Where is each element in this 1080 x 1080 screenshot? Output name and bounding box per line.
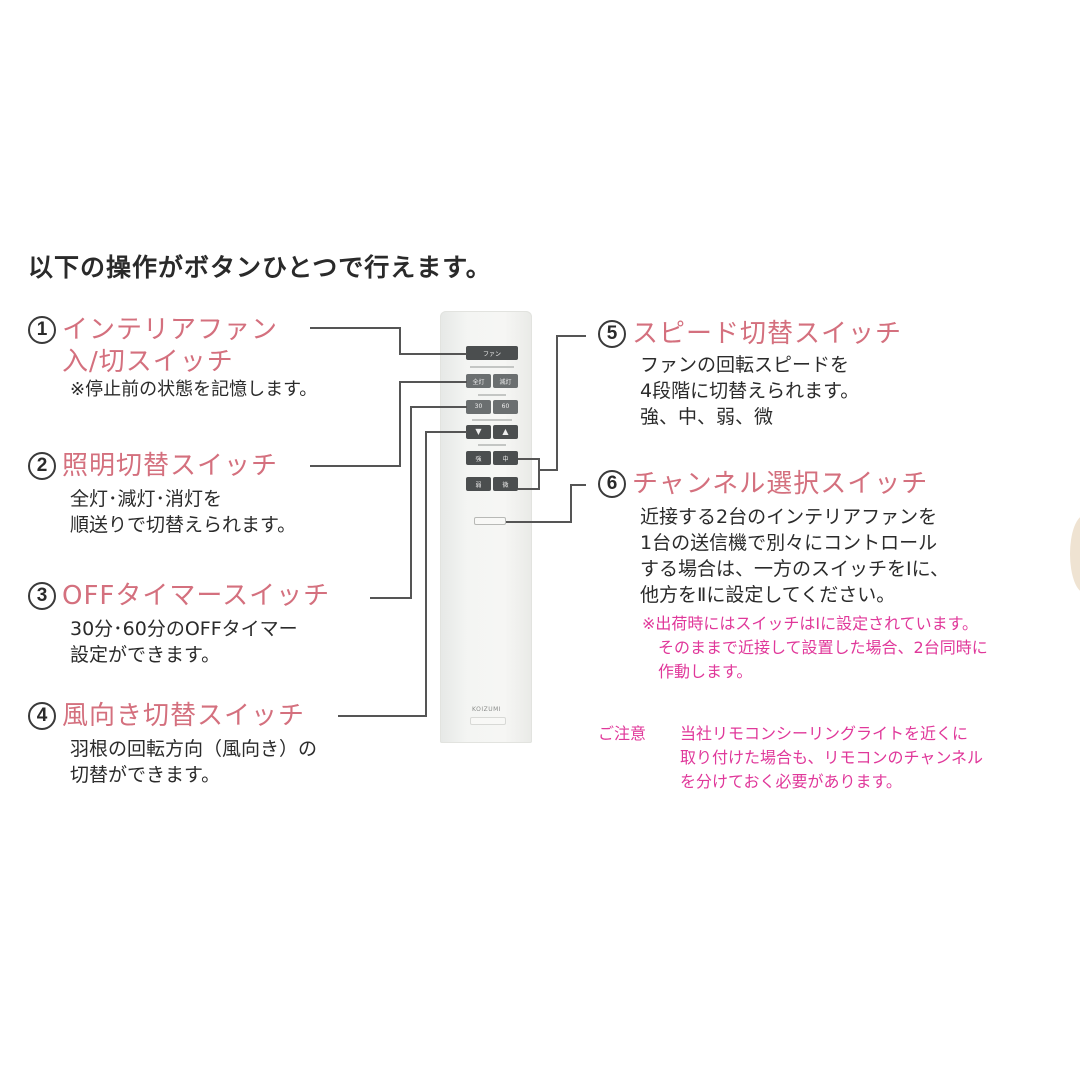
label-strip <box>472 419 512 421</box>
number-badge: 6 <box>598 470 626 498</box>
intro-heading: 以下の操作がボタンひとつで行えます。 <box>28 253 492 282</box>
connector-line <box>518 488 539 490</box>
item-desc: ※停止前の状態を記憶します。 <box>70 379 318 400</box>
connector-line <box>310 465 400 467</box>
connector-line <box>399 327 401 354</box>
connector-line <box>410 406 412 599</box>
label-strip <box>478 394 506 396</box>
item-speed-switch: 5 スピード切替スイッチ ファンの回転スピードを 4段階に切替えられます。 強、… <box>598 318 902 430</box>
speed-button-4[interactable]: 微 <box>493 477 518 491</box>
connector-line <box>425 431 467 433</box>
item-desc: 30分･60分のOFFタイマー 設定ができます。 <box>70 618 298 666</box>
item-desc: 全灯･減灯･消灯を 順送りで切替えられます。 <box>70 488 297 536</box>
connector-line <box>556 335 558 471</box>
connector-line <box>338 715 427 717</box>
label-strip <box>478 444 506 446</box>
item-off-timer: 3 OFFタイマースイッチ 30分･60分のOFFタイマー 設定ができます。 <box>28 580 330 668</box>
connector-line <box>570 484 586 486</box>
item-title: チャンネル選択スイッチ <box>632 469 929 499</box>
connector-line <box>410 406 467 408</box>
timer-button-right[interactable]: 60 <box>493 400 518 414</box>
number-badge: 3 <box>28 582 56 610</box>
direction-down-button[interactable]: ▼ <box>466 425 491 439</box>
connector-line <box>399 381 467 383</box>
number-badge: 2 <box>28 452 56 480</box>
item-desc: ファンの回転スピードを 4段階に切替えられます。 強、中、弱、微 <box>640 354 860 428</box>
light-button-left[interactable]: 全灯 <box>466 374 491 388</box>
connector-line <box>570 484 572 523</box>
fan-power-button[interactable]: ファン <box>466 346 518 360</box>
item-desc: 近接する2台のインテリアファンを 1台の送信機で別々にコントロール する場合は、… <box>640 506 950 606</box>
number-badge: 4 <box>28 702 56 730</box>
connector-line <box>399 353 467 355</box>
connector-line <box>538 458 540 490</box>
number-badge: 5 <box>598 320 626 348</box>
shipping-note: ※出荷時にはスイッチはⅠに設定されています。 そのままで近接して設置した場合、2… <box>642 614 988 681</box>
item-channel-switch: 6 チャンネル選択スイッチ 近接する2台のインテリアファンを 1台の送信機で別々… <box>598 468 988 684</box>
edge-decoration <box>1070 515 1080 593</box>
item-fan-power: 1 インテリアファン 入/切スイッチ ※停止前の状態を記憶します。 <box>28 314 317 402</box>
connector-line <box>310 327 400 329</box>
connector-line <box>556 335 586 337</box>
remote-control: ファン 全灯 減灯 30 60 ▼ ▲ 強 中 弱 微 KOIZUMI <box>440 311 532 743</box>
connector-line <box>370 597 412 599</box>
item-title: スピード切替スイッチ <box>632 319 903 349</box>
caution-text: 当社リモコンシーリングライトを近くに 取り付けた場合も、リモコンのチャンネル を… <box>680 724 984 791</box>
item-title: 風向き切替スイッチ <box>62 701 306 731</box>
ir-window <box>470 717 506 725</box>
brand-logo: KOIZUMI <box>472 706 502 713</box>
number-badge: 1 <box>28 316 56 344</box>
caution-label: ご注意 <box>598 724 647 743</box>
label-strip <box>470 366 514 368</box>
item-wind-direction: 4 風向き切替スイッチ 羽根の回転方向（風向き）の 切替ができます。 <box>28 700 317 788</box>
connector-line <box>538 469 558 471</box>
connector-line <box>399 381 401 467</box>
speed-button-2[interactable]: 中 <box>493 451 518 465</box>
connector-line <box>518 458 539 460</box>
speed-button-1[interactable]: 強 <box>466 451 491 465</box>
caution-block: ご注意 当社リモコンシーリングライトを近くに 取り付けた場合も、リモコンのチャン… <box>598 722 983 794</box>
timer-button-left[interactable]: 30 <box>466 400 491 414</box>
item-title: OFFタイマースイッチ <box>62 581 331 611</box>
light-button-right[interactable]: 減灯 <box>493 374 518 388</box>
speed-button-3[interactable]: 弱 <box>466 477 491 491</box>
item-title: インテリアファン 入/切スイッチ <box>62 315 279 377</box>
item-title: 照明切替スイッチ <box>62 451 279 481</box>
item-desc: 羽根の回転方向（風向き）の 切替ができます。 <box>70 738 318 786</box>
connector-line <box>506 521 572 523</box>
channel-slider-switch[interactable] <box>474 517 506 525</box>
item-light-switch: 2 照明切替スイッチ 全灯･減灯･消灯を 順送りで切替えられます。 <box>28 450 296 538</box>
direction-up-button[interactable]: ▲ <box>493 425 518 439</box>
connector-line <box>425 431 427 717</box>
